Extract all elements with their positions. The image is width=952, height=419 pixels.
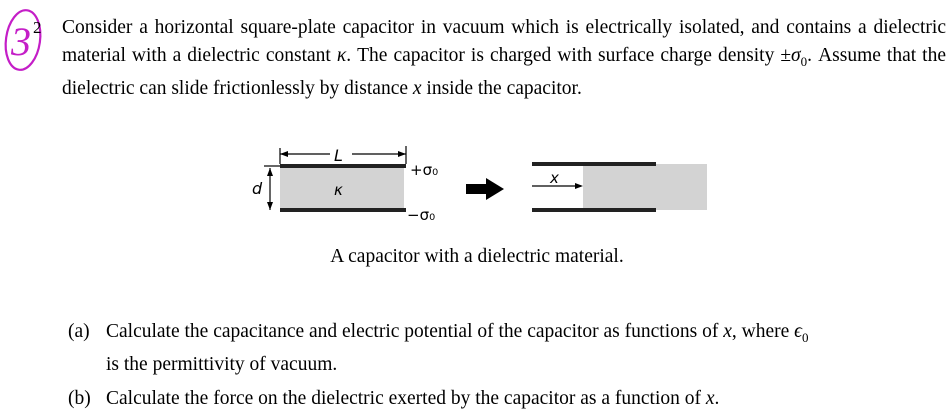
label-L: L <box>334 146 343 165</box>
label-kappa: κ <box>334 181 343 199</box>
part-a-tag: (a) <box>68 321 90 342</box>
sigma-subscript: 0 <box>800 53 808 69</box>
problem-number-marker: 3 2 <box>4 9 42 71</box>
figure-caption: A capacitor with a dielectric material. <box>0 244 952 270</box>
bottom-plate-right <box>532 208 656 212</box>
label-x: x <box>549 169 559 187</box>
top-plate-right <box>532 162 656 166</box>
kappa-symbol: κ <box>336 44 347 66</box>
part-a-text-2: , where <box>731 321 795 342</box>
transition-arrow-icon <box>466 178 504 200</box>
part-b-tag: (b) <box>68 387 91 409</box>
caption-text: A capacitor with a dielectric material. <box>330 246 624 267</box>
problem-sub-number: 2 <box>33 18 42 37</box>
bottom-plate-left <box>280 208 406 212</box>
part-b: (b) Calculate the force on the dielectri… <box>68 385 948 412</box>
statement-line-2b: . The capacitor is charged with surface … <box>346 44 712 66</box>
label-plus-sigma: +σ₀ <box>410 161 438 179</box>
statement-line-2a: a dielectric material with a dielectric … <box>62 17 946 66</box>
statement-line-3c: inside the capacitor. <box>421 77 582 99</box>
part-a-text-1: Calculate the capacitance and electric p… <box>106 321 724 342</box>
part-b-x: x <box>705 387 715 409</box>
part-a: (a) Calculate the capacitance and electr… <box>68 318 948 378</box>
capacitor-figure: L d κ +σ₀ −σ₀ x <box>252 144 707 224</box>
part-b-text-1: Calculate the force on the dielectric ex… <box>106 387 706 409</box>
problem-statement: Consider a horizontal square-plate capac… <box>62 14 946 102</box>
label-d: d <box>252 179 263 198</box>
label-minus-sigma: −σ₀ <box>407 206 435 224</box>
epsilon-symbol: ϵ <box>794 321 802 342</box>
dielectric-block-right <box>583 164 707 210</box>
epsilon-subscript: 0 <box>801 329 809 345</box>
statement-line-3b: . Assume that the dielectric can slide f… <box>62 44 947 99</box>
part-a-text: Calculate the capacitance and electric p… <box>106 318 948 378</box>
part-a-x: x <box>723 321 732 342</box>
dielectric-block-left <box>280 168 404 210</box>
problem-number: 3 <box>10 19 31 64</box>
top-plate-left <box>280 164 406 168</box>
statement-line-3a: density ± <box>717 44 792 66</box>
question-parts: (a) Calculate the capacitance and electr… <box>68 318 948 419</box>
sigma-symbol: σ <box>791 44 801 66</box>
part-b-text-2: . <box>714 387 720 409</box>
x-symbol: x <box>412 77 422 99</box>
part-a-text-3: is the permittivity of vacuum. <box>106 353 338 375</box>
part-b-text: Calculate the force on the dielectric ex… <box>106 385 948 412</box>
statement-line-1: Consider a horizontal square-plate capac… <box>62 17 852 38</box>
